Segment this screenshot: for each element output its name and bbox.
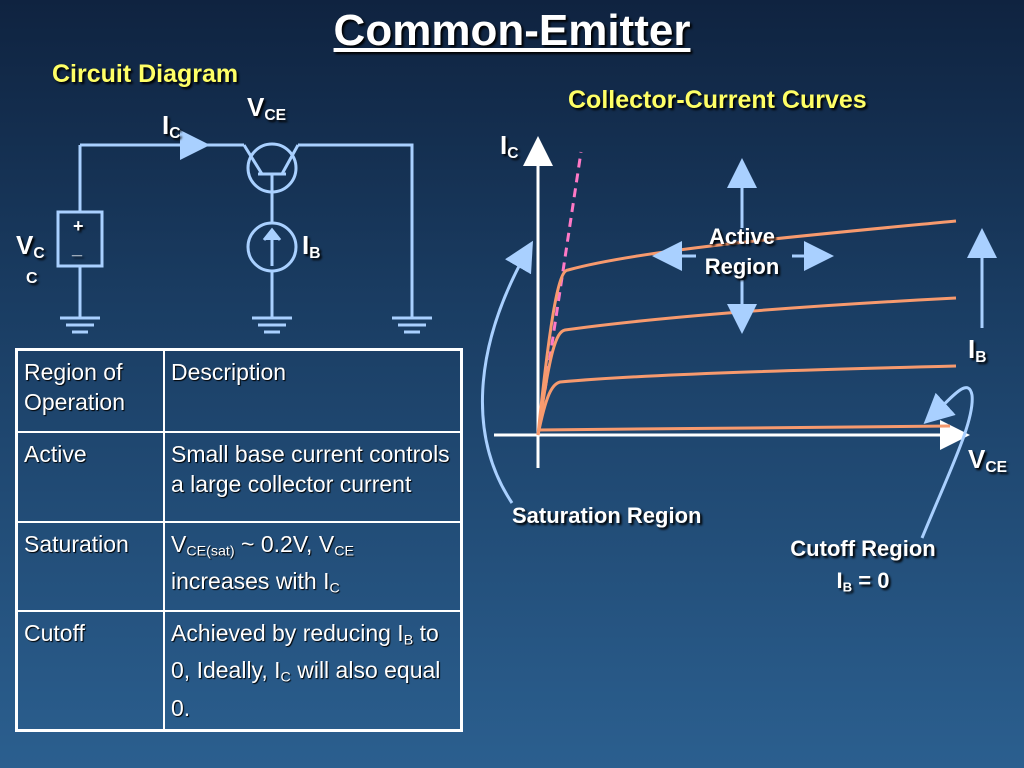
curve-ib-2 — [536, 296, 957, 436]
table-header-row: Region of Operation Description — [15, 348, 463, 433]
table-row-active: Active Small base current controls a lar… — [15, 430, 463, 523]
cutoff-region-label: Cutoff Region — [790, 536, 936, 561]
ground-symbol-middle — [252, 316, 292, 334]
curve-ib-1 — [536, 364, 957, 436]
curves-heading: Collector-Current Curves — [568, 86, 867, 114]
ib-label: IB — [302, 230, 321, 262]
ib-arrow-label: IB — [968, 334, 987, 366]
ic-label: IC — [162, 110, 181, 142]
vce-axis-label: VCE — [968, 444, 1008, 476]
circuit-wires — [78, 143, 414, 318]
ground-symbol-left — [60, 316, 100, 334]
collector-curves — [536, 219, 957, 436]
ground-symbol-right — [392, 316, 432, 334]
curve-ib-0 — [537, 424, 951, 432]
table-cell-description: VCE(sat) ~ 0.2V, VCE increases with IC — [163, 520, 463, 612]
saturation-region-label: Saturation Region — [512, 503, 702, 528]
vcc-label: VC — [16, 230, 45, 262]
table-row-cutoff: Cutoff Achieved by reducing IB to 0, Ide… — [15, 609, 463, 732]
curve-axes — [494, 136, 970, 468]
vcc-label-second-line: C — [26, 270, 38, 287]
voltage-source-vcc — [56, 210, 104, 268]
table-cell-region: Active — [15, 430, 165, 523]
table-header-description: Description — [163, 348, 463, 433]
curve-ib-3 — [536, 219, 957, 436]
base-current-source — [246, 221, 298, 273]
cutoff-condition-label: IB = 0 — [836, 568, 890, 595]
table-cell-description: Small base current controls a large coll… — [163, 430, 463, 523]
active-region-label-line-1: Active — [708, 224, 776, 249]
table-header-region: Region of Operation — [15, 348, 165, 433]
minus-sign: _ — [72, 238, 83, 258]
circuit-diagram-heading: Circuit Diagram — [52, 60, 239, 88]
ic-axis-label: IC — [500, 130, 519, 162]
slide-title: Common-Emitter — [333, 6, 691, 55]
active-region-label: Active Region — [696, 222, 788, 282]
regions-table: Region of Operation Description Active S… — [15, 348, 463, 732]
saturation-pointer — [480, 240, 533, 504]
table-row-saturation: Saturation VCE(sat) ~ 0.2V, VCE increase… — [15, 520, 463, 612]
active-region-arrows — [652, 158, 834, 334]
vce-label: VCE — [247, 92, 287, 124]
active-region-label-line-2: Region — [704, 254, 780, 279]
cutoff-pointer — [920, 386, 974, 539]
saturation-boundary-line — [543, 151, 583, 391]
plus-sign: + — [73, 216, 84, 236]
table-cell-region: Saturation — [15, 520, 165, 612]
table-cell-description: Achieved by reducing IB to 0, Ideally, I… — [163, 609, 463, 732]
table-cell-region: Cutoff — [15, 609, 165, 732]
transistor-symbol — [242, 142, 300, 196]
